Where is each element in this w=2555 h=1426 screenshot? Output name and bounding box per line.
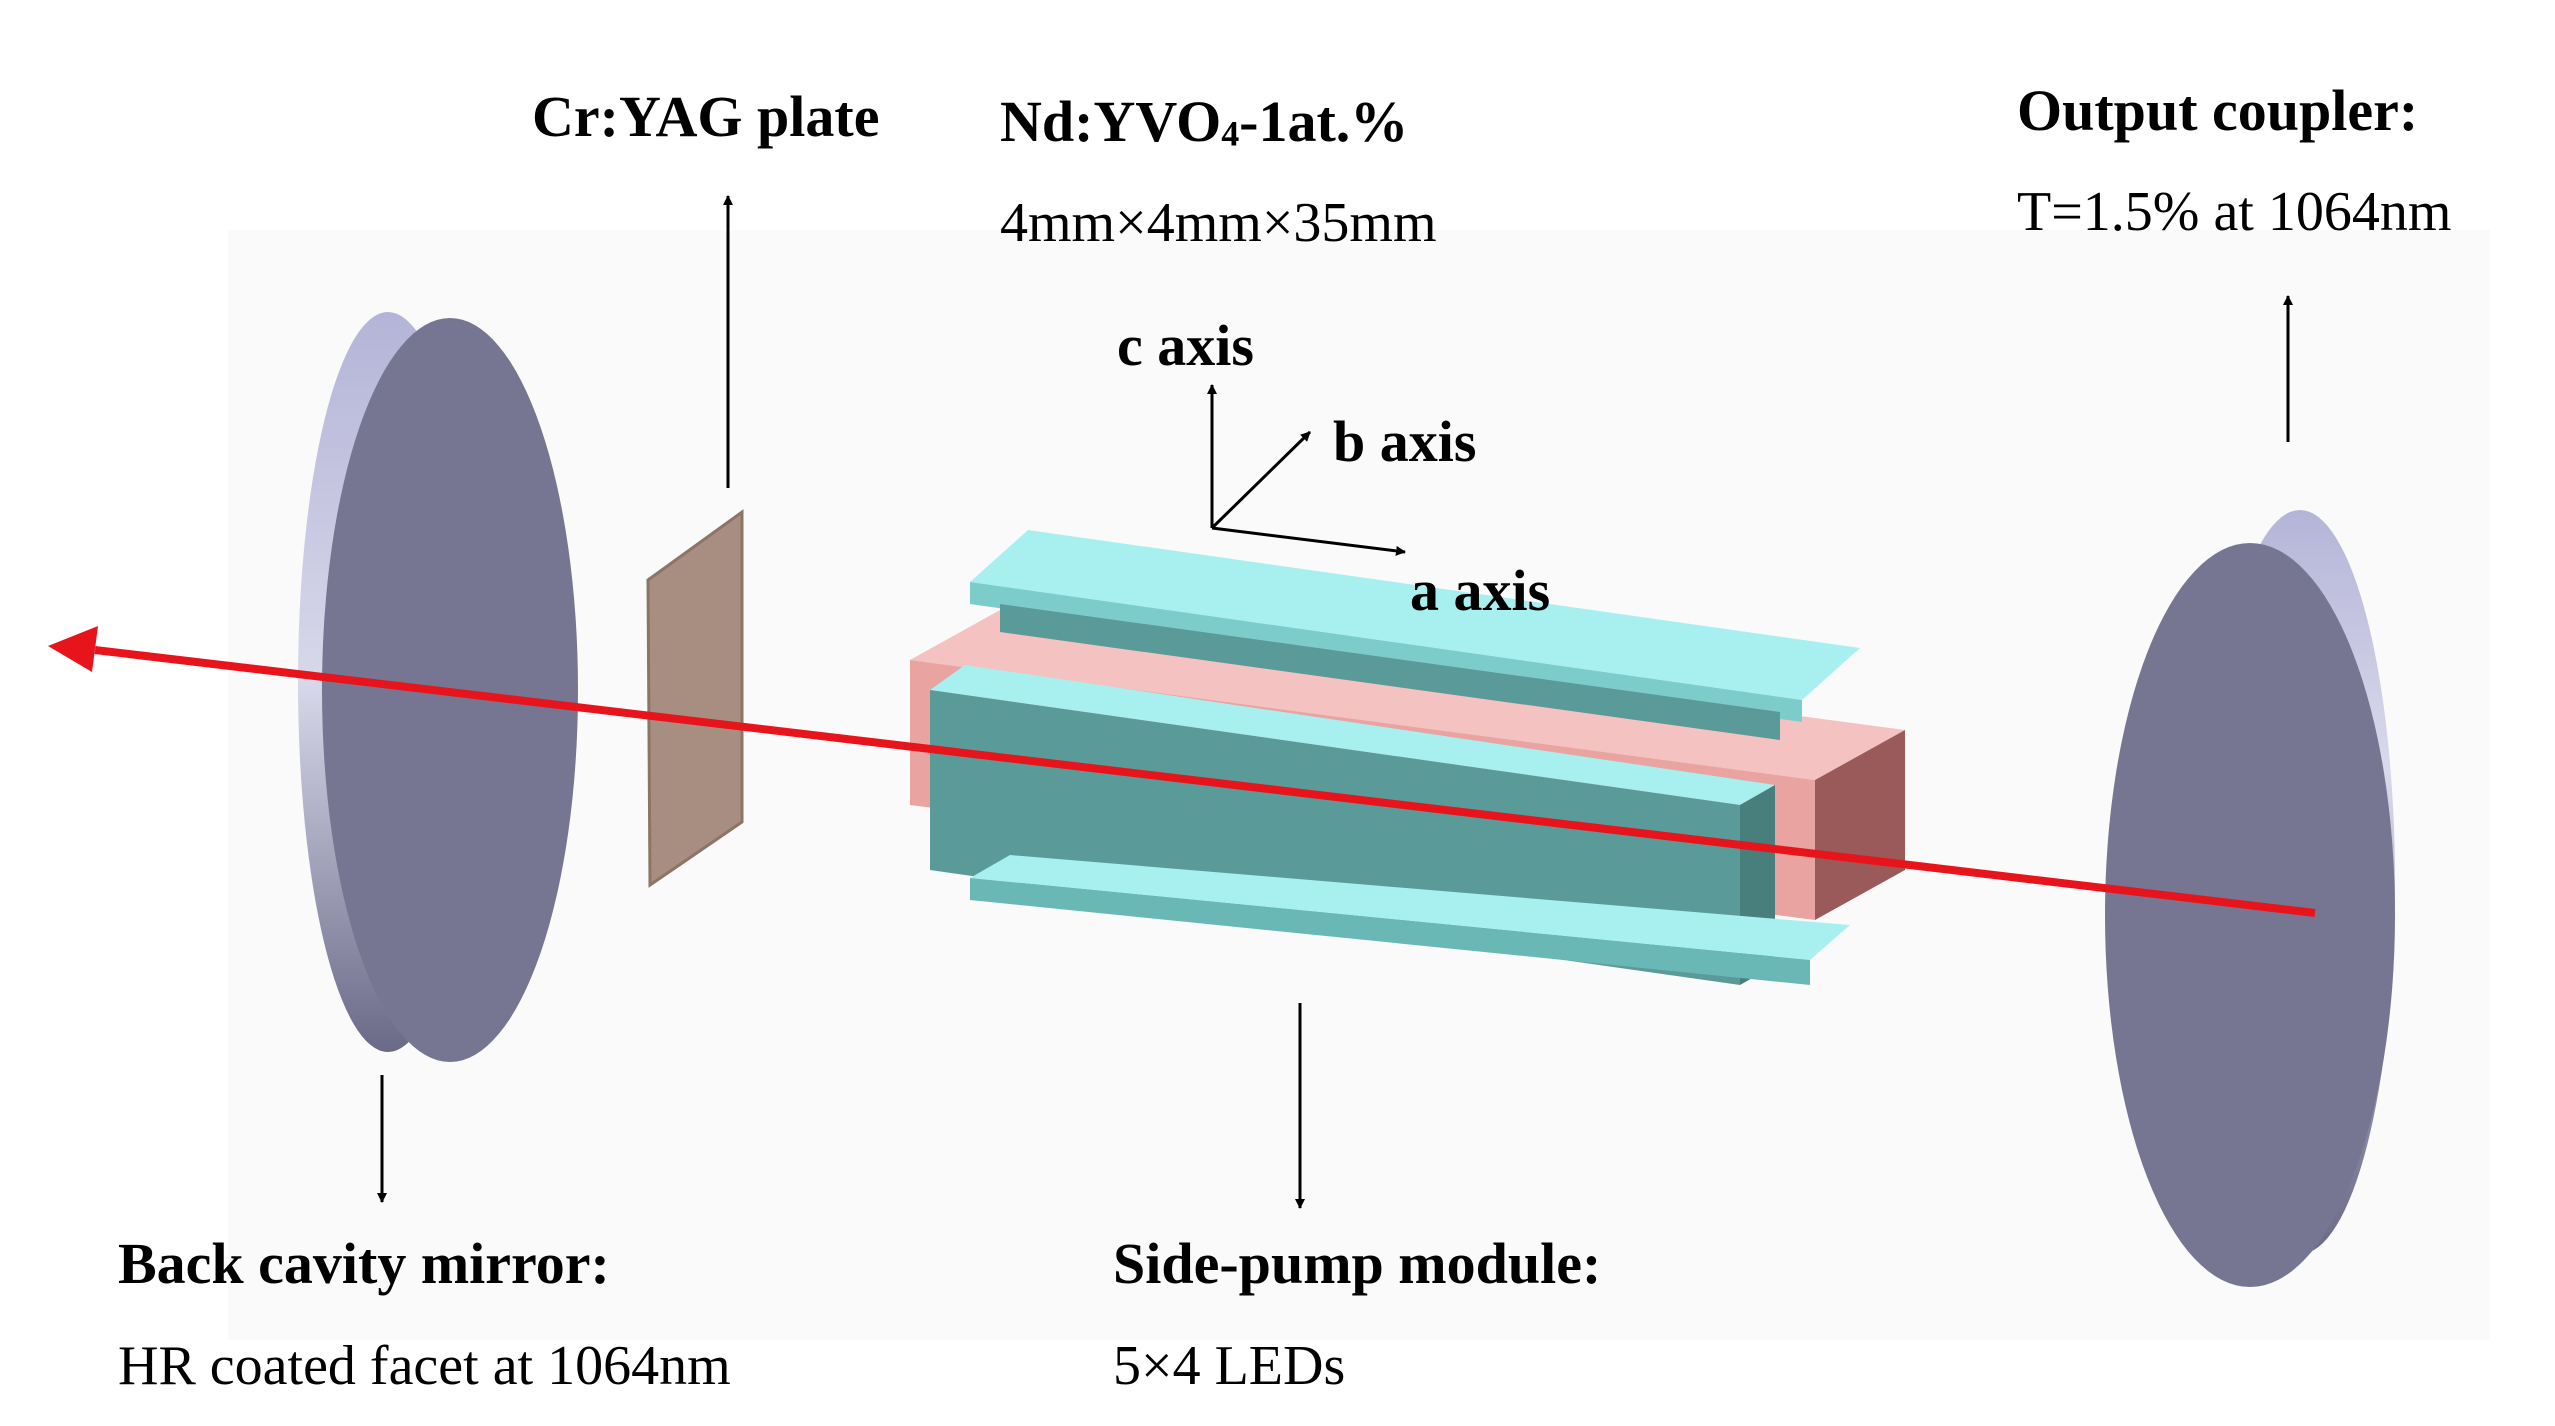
beam-arrowhead (48, 626, 98, 672)
crystal-size-label: 4mm×4mm×35mm (1000, 192, 1437, 254)
pump-bottom-plate-edge (970, 878, 1810, 985)
crystal-title-suffix: -1at.% (1239, 89, 1409, 154)
pointer-arrows (377, 195, 2293, 1209)
side-pump-module (930, 530, 1860, 985)
cr-yag-plate (646, 509, 744, 888)
back-mirror-spec: HR coated facet at 1064nm (118, 1335, 731, 1397)
output-coupler-mirror (2105, 510, 2395, 1287)
crystal-title-label: Nd:YVO4-1at.% (1000, 93, 1408, 152)
pump-spec: 5×4 LEDs (1113, 1335, 1346, 1397)
crystal-title-main: Nd:YVO (1000, 89, 1222, 154)
cr-yag-label: Cr:YAG plate (532, 84, 880, 149)
laser-beam (48, 626, 2316, 917)
pump-front-plate-top (930, 665, 1775, 805)
b-axis-label: b axis (1333, 409, 1477, 474)
c-axis-label: c axis (1117, 313, 1254, 378)
pump-bottom-plate (970, 855, 1850, 960)
a-axis-arrow (1211, 526, 1406, 556)
b-axis-arrow (1210, 430, 1312, 530)
back-mirror-title: Back cavity mirror: (118, 1231, 610, 1296)
a-axis-label: a axis (1410, 558, 1551, 623)
output-coupler-spec: T=1.5% at 1064nm (2017, 181, 2452, 243)
pump-top-block (1000, 604, 1780, 740)
crystal-end (1815, 730, 1905, 920)
beam-line (94, 646, 2316, 917)
pump-top-plate-face (970, 530, 1860, 700)
pump-title: Side-pump module: (1113, 1231, 1602, 1296)
crystal-axes (1207, 384, 1406, 556)
output-coupler-title: Output coupler: (2017, 78, 2419, 143)
output-coupler-face (2105, 543, 2395, 1287)
crystal-title-subscript: 4 (1221, 113, 1240, 154)
